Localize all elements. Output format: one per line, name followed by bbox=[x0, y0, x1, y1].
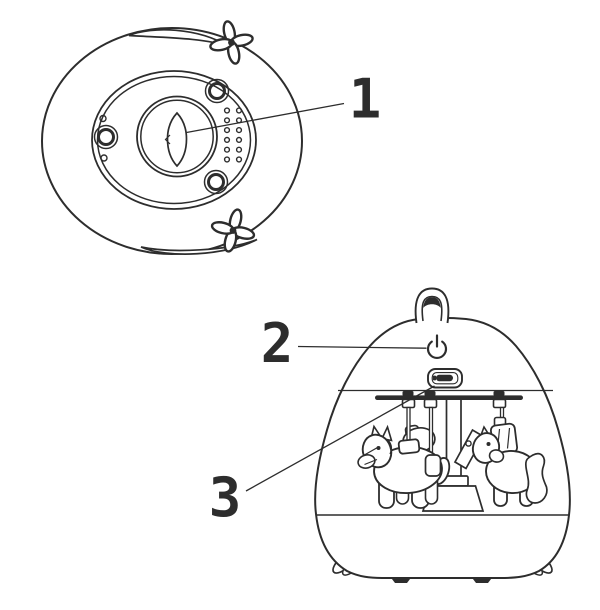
inner-ring-outer bbox=[91, 70, 257, 210]
horse-seat bbox=[424, 454, 442, 477]
top-view-outer-body bbox=[41, 27, 303, 255]
pin-hole-bottom bbox=[100, 154, 108, 162]
carousel-horse-left bbox=[357, 424, 451, 509]
projector-lens-opening bbox=[166, 111, 188, 168]
hanger-rods bbox=[401, 398, 507, 459]
callout-line-2 bbox=[297, 345, 427, 349]
canopy-clamps bbox=[402, 391, 505, 396]
horse-eye bbox=[376, 446, 381, 450]
clip-top-icon bbox=[209, 20, 254, 65]
bottom-pad-left bbox=[391, 577, 411, 583]
lens-notch bbox=[164, 134, 171, 145]
horse-eye bbox=[486, 442, 491, 446]
top-view-figure: 1 bbox=[41, 20, 382, 255]
horse-tail bbox=[524, 452, 548, 504]
center-circle-inner bbox=[140, 99, 214, 174]
power-icon bbox=[426, 334, 448, 359]
pin-hole-top bbox=[99, 114, 107, 123]
horse-saddle bbox=[397, 438, 421, 455]
vent-dot-grid bbox=[223, 107, 243, 163]
callout-line-1 bbox=[186, 102, 345, 134]
screw-boss-top-right bbox=[204, 78, 230, 104]
inner-ring-inner bbox=[96, 75, 252, 205]
carousel-horse-right bbox=[453, 416, 548, 507]
screw-boss-left bbox=[93, 124, 119, 150]
callout-label-3: 3 bbox=[209, 466, 242, 529]
bottom-pad-right bbox=[472, 577, 492, 583]
screw-boss-bottom-right bbox=[203, 169, 229, 195]
usb-port bbox=[427, 368, 463, 389]
front-view-figure: 2 3 bbox=[209, 287, 571, 583]
carry-handle bbox=[414, 287, 450, 324]
callout-line-3 bbox=[245, 385, 435, 492]
clip-bottom-icon bbox=[210, 208, 256, 253]
callout-label-1: 1 bbox=[349, 68, 382, 131]
device-body bbox=[314, 316, 571, 579]
bottom-slot bbox=[140, 238, 258, 255]
center-circle-outer bbox=[136, 95, 218, 178]
callout-label-2: 2 bbox=[261, 312, 294, 375]
